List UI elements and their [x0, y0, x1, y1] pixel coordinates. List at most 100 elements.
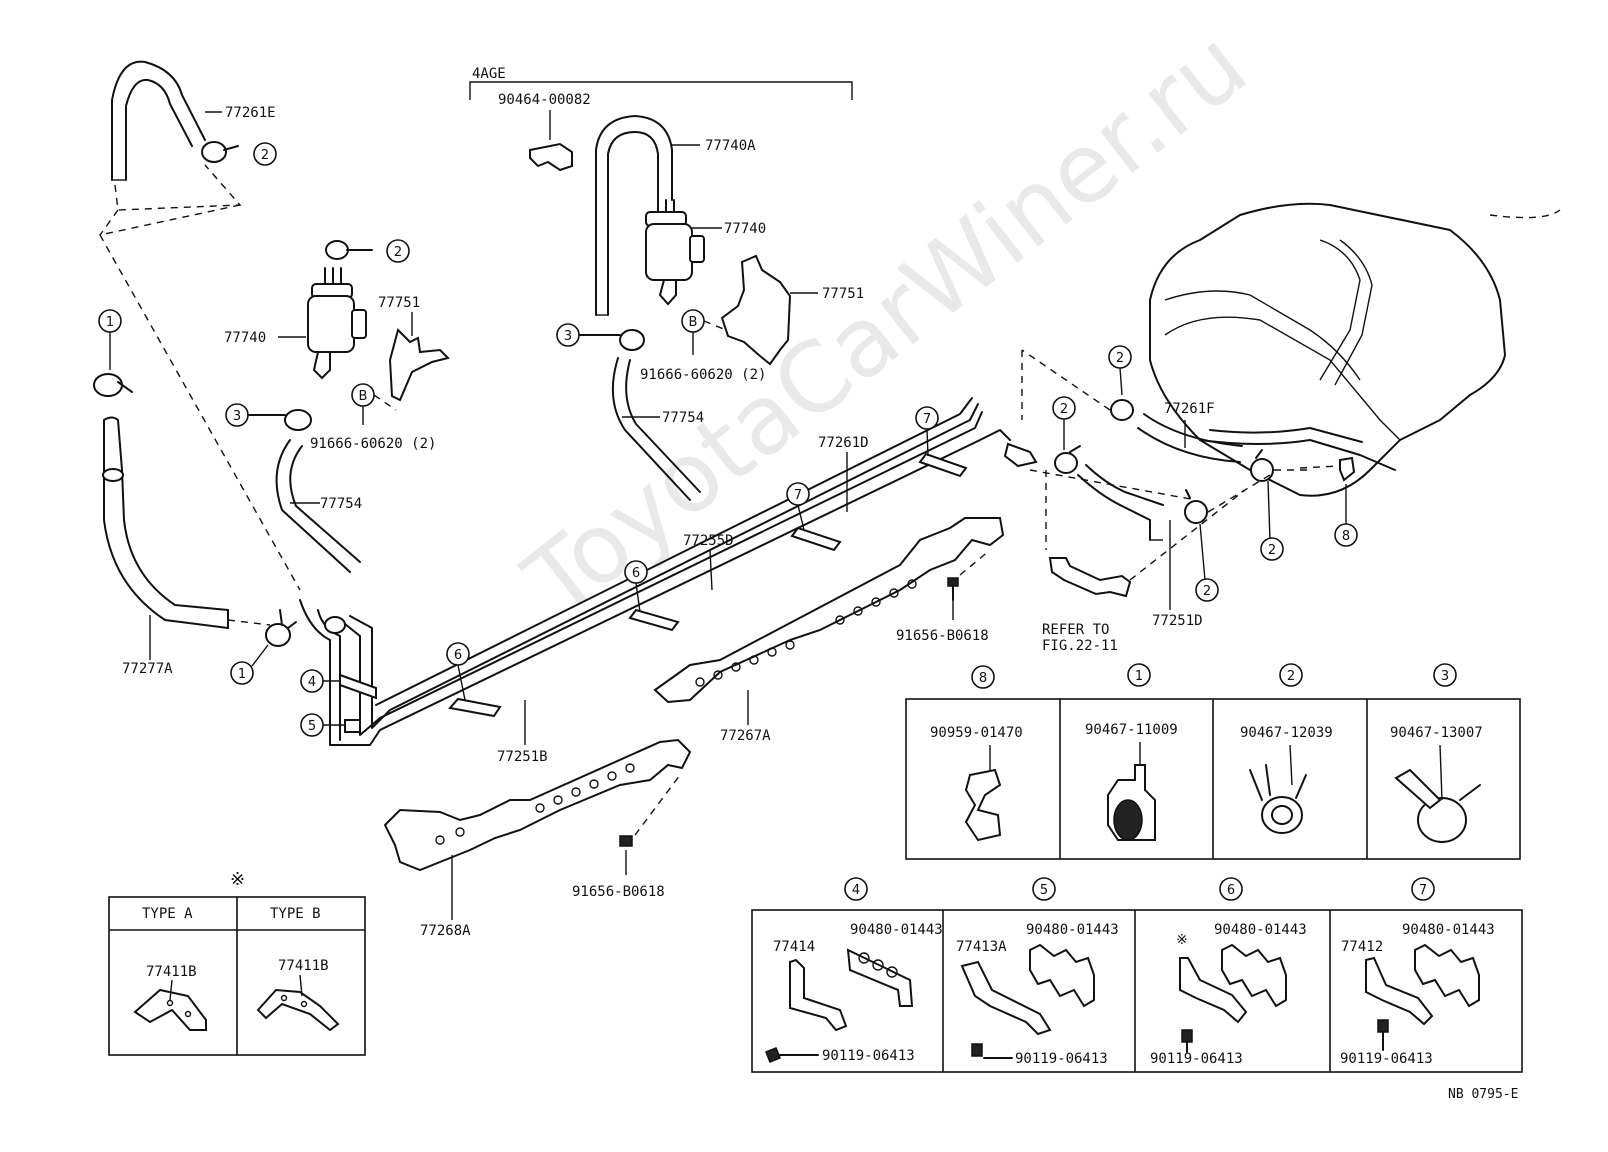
refer-line-1: REFER TO: [1042, 622, 1109, 638]
fuel-tank: [1149, 202, 1561, 497]
clamp-part: 90467-13007: [1390, 725, 1483, 741]
label-77740-right: 77740: [724, 221, 766, 237]
clip-band-4: [339, 673, 377, 700]
clip-header: 4: [852, 883, 860, 898]
label-91656-b: 91656-B0618: [572, 884, 665, 900]
refer-line-2: FIG.22-11: [1042, 638, 1118, 654]
bracket-77751-left: [388, 328, 450, 402]
hose-clamp: [1110, 399, 1134, 421]
label-77751-left: 77751: [378, 295, 420, 311]
clip-table: 4 5 6 7 90480-01443 77414 90119-06413 90…: [751, 877, 1523, 1073]
hose-77754-right: [611, 357, 691, 501]
svg-text:2: 2: [1268, 543, 1276, 558]
svg-text:1: 1: [238, 667, 246, 682]
clamp-header: 1: [1135, 669, 1143, 684]
svg-text:B: B: [689, 315, 698, 330]
clip-header: 5: [1040, 883, 1048, 898]
clamp-header: 2: [1287, 669, 1295, 684]
clip-band-7a: [790, 526, 842, 552]
hose-77261f: [1137, 427, 1241, 463]
svg-text:2: 2: [261, 148, 269, 163]
svg-text:4: 4: [308, 675, 316, 690]
hose-clamp: [1184, 500, 1208, 524]
hose-clamp: [1054, 452, 1078, 474]
clip-band-6b: [628, 608, 680, 632]
label-77740a: 77740A: [705, 138, 756, 154]
callout-2: [1195, 578, 1219, 602]
clip-band-6a: [448, 697, 502, 718]
svg-text:B: B: [359, 389, 368, 404]
label-77277a: 77277A: [122, 661, 173, 677]
hose-77261e: [111, 60, 206, 181]
label-77251d: 77251D: [1152, 613, 1203, 629]
type-header: TYPE B: [270, 906, 321, 922]
hose-clamp: [284, 409, 312, 431]
label-90464: 90464-00082: [498, 92, 591, 108]
clip-bolt: 90119-06413: [822, 1048, 915, 1064]
svg-text:7: 7: [794, 488, 802, 503]
clamp-8: [1339, 456, 1356, 482]
engine-group-label: 4AGE: [472, 66, 506, 82]
type-part: 77411B: [146, 964, 197, 980]
clip-bolt: 90119-06413: [1340, 1051, 1433, 1067]
svg-text:2: 2: [1060, 402, 1068, 417]
label-77261f: 77261F: [1164, 401, 1215, 417]
svg-text:3: 3: [564, 329, 572, 344]
clip-bracket: 77412: [1341, 939, 1383, 955]
pipe-refer: [1048, 557, 1132, 598]
hose-77754-left: [275, 439, 351, 573]
clip-band-7b: [918, 452, 968, 478]
label-91656-a: 91656-B0618: [896, 628, 989, 644]
bracket-77751-right: [720, 254, 792, 366]
svg-text:6: 6: [454, 648, 462, 663]
clamp-header: 8: [979, 671, 987, 686]
label-77268a: 77268A: [420, 923, 471, 939]
hose-77740a: [595, 115, 673, 316]
clip-clamp: 90480-01443: [1402, 922, 1495, 938]
clip-header: 7: [1419, 883, 1427, 898]
label-77255d: 77255D: [683, 533, 734, 549]
callout-2: [1260, 537, 1284, 561]
callout-2: [386, 239, 410, 263]
clip-band-5: [344, 719, 361, 733]
label-91666-right: 91666-60620 (2): [640, 367, 766, 383]
svg-text:8: 8: [1342, 529, 1350, 544]
label-91666-left: 91666-60620 (2): [310, 436, 436, 452]
clip-clamp: 90480-01443: [850, 922, 943, 938]
hose-clamp: [93, 373, 123, 397]
type-asterisk: ※: [230, 869, 245, 890]
hose-77251d: [1077, 474, 1151, 541]
label-77261d-top: 77261D: [818, 435, 869, 451]
bolt-91656-a: [947, 577, 959, 587]
clamp-part: 90467-11009: [1085, 722, 1178, 738]
hose-clamp: [265, 623, 291, 647]
protector-holes: [695, 579, 917, 687]
bolt-91656-b: [619, 835, 633, 847]
callout-2: [253, 142, 277, 166]
clip-bracket: ※: [1176, 932, 1188, 948]
type-part: 77411B: [278, 958, 329, 974]
clip-header: 6: [1227, 883, 1235, 898]
watermark: ToyotaCarWiner.ru: [504, 9, 1267, 639]
svg-text:6: 6: [632, 566, 640, 581]
hose-77277a: [103, 419, 229, 629]
clamp-part: 90467-12039: [1240, 725, 1333, 741]
hose-clamp: [201, 141, 227, 163]
clip-bolt: 90119-06413: [1150, 1051, 1243, 1067]
clip-bracket: 77413A: [956, 939, 1007, 955]
fuel-lines: [299, 397, 1038, 746]
label-77740-left: 77740: [224, 330, 266, 346]
clip-clamp: 90480-01443: [1214, 922, 1307, 938]
group-bracket: [469, 81, 853, 100]
svg-text:5: 5: [308, 719, 316, 734]
svg-text:2: 2: [1203, 584, 1211, 599]
clip-90464: [529, 142, 573, 172]
clip-bolt: 90119-06413: [1015, 1051, 1108, 1067]
type-table: ※ TYPE A TYPE B 77411B 77411B: [108, 869, 366, 1056]
svg-text:7: 7: [923, 412, 931, 427]
svg-text:3: 3: [233, 409, 241, 424]
hose-clamp: [1250, 458, 1274, 482]
clamp-part: 90959-01470: [930, 725, 1023, 741]
label-77754-right: 77754: [662, 410, 704, 426]
